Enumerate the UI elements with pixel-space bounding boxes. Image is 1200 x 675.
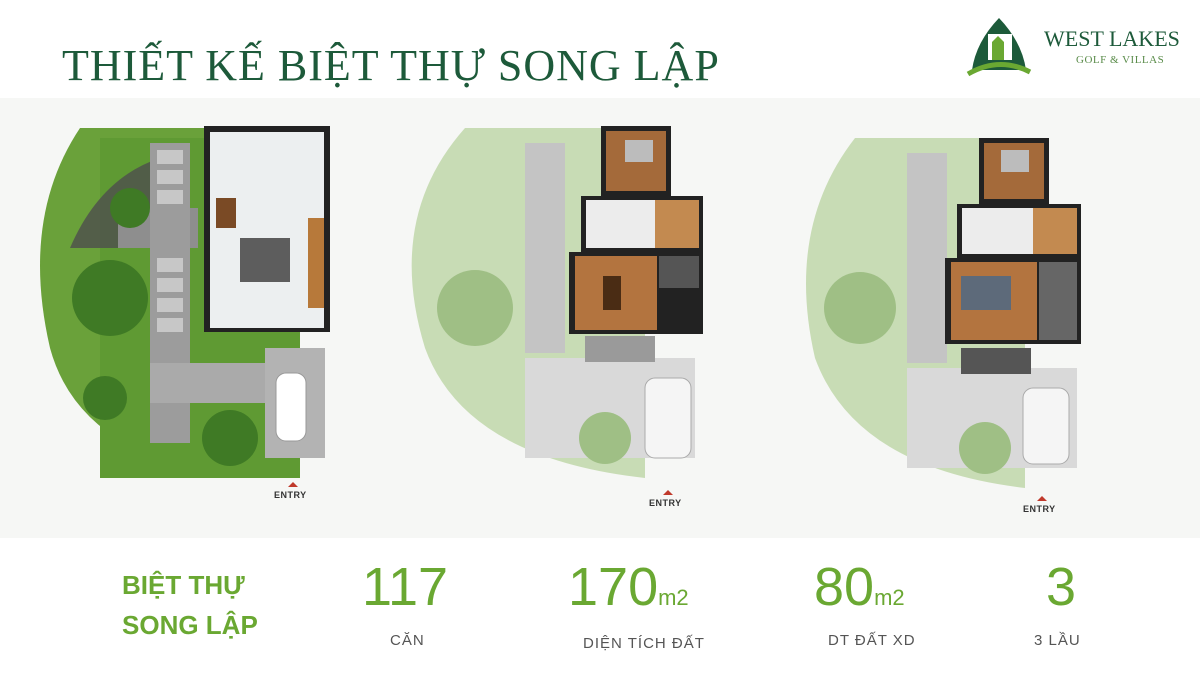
brand-logo: WEST LAKES GOLF & VILLAS [966, 12, 1188, 78]
villa-type-line2: SONG LẬP [122, 610, 258, 640]
stat-value: 80 [814, 557, 875, 617]
stat-build-area-caption: DT ĐẤT XD [828, 632, 916, 649]
stat-land-area-value: 170m2 [568, 560, 689, 625]
entry-label: ENTRY [1023, 504, 1056, 514]
entry-arrow-icon [1037, 496, 1047, 501]
entry-label: ENTRY [649, 498, 682, 508]
stat-build-area-value: 80m2 [814, 560, 905, 625]
villa-type-line1: BIỆT THỰ [122, 570, 245, 600]
floor-plan-second: ENTRY [795, 98, 1095, 514]
stat-unit: m2 [874, 585, 905, 610]
stat-units-caption: CĂN [390, 632, 425, 649]
entry-label: ENTRY [274, 490, 307, 500]
stat-value: 3 [1046, 557, 1077, 617]
stat-units-value: 117 [362, 560, 448, 625]
floor-plan-ground: ENTRY [40, 98, 350, 500]
villa-type-label: BIỆT THỰ SONG LẬP [122, 565, 258, 645]
logo-subtitle: GOLF & VILLAS [1076, 54, 1165, 66]
floor-plan-first: ENTRY [405, 98, 715, 508]
stat-floors-value: 3 [1046, 560, 1076, 625]
entry-arrow-icon [288, 482, 298, 487]
stat-unit: m2 [658, 585, 689, 610]
stat-value: 117 [362, 557, 449, 617]
page-title: THIẾT KẾ BIỆT THỰ SONG LẬP [62, 41, 720, 90]
logo-mark-icon [966, 18, 1032, 77]
stat-value: 170 [568, 557, 659, 617]
logo-name: WEST LAKES [1044, 26, 1180, 51]
stat-land-area-caption: DIỆN TÍCH ĐẤT [583, 635, 705, 652]
stat-floors-caption: 3 LẦU [1034, 632, 1081, 649]
entry-arrow-icon [663, 490, 673, 495]
